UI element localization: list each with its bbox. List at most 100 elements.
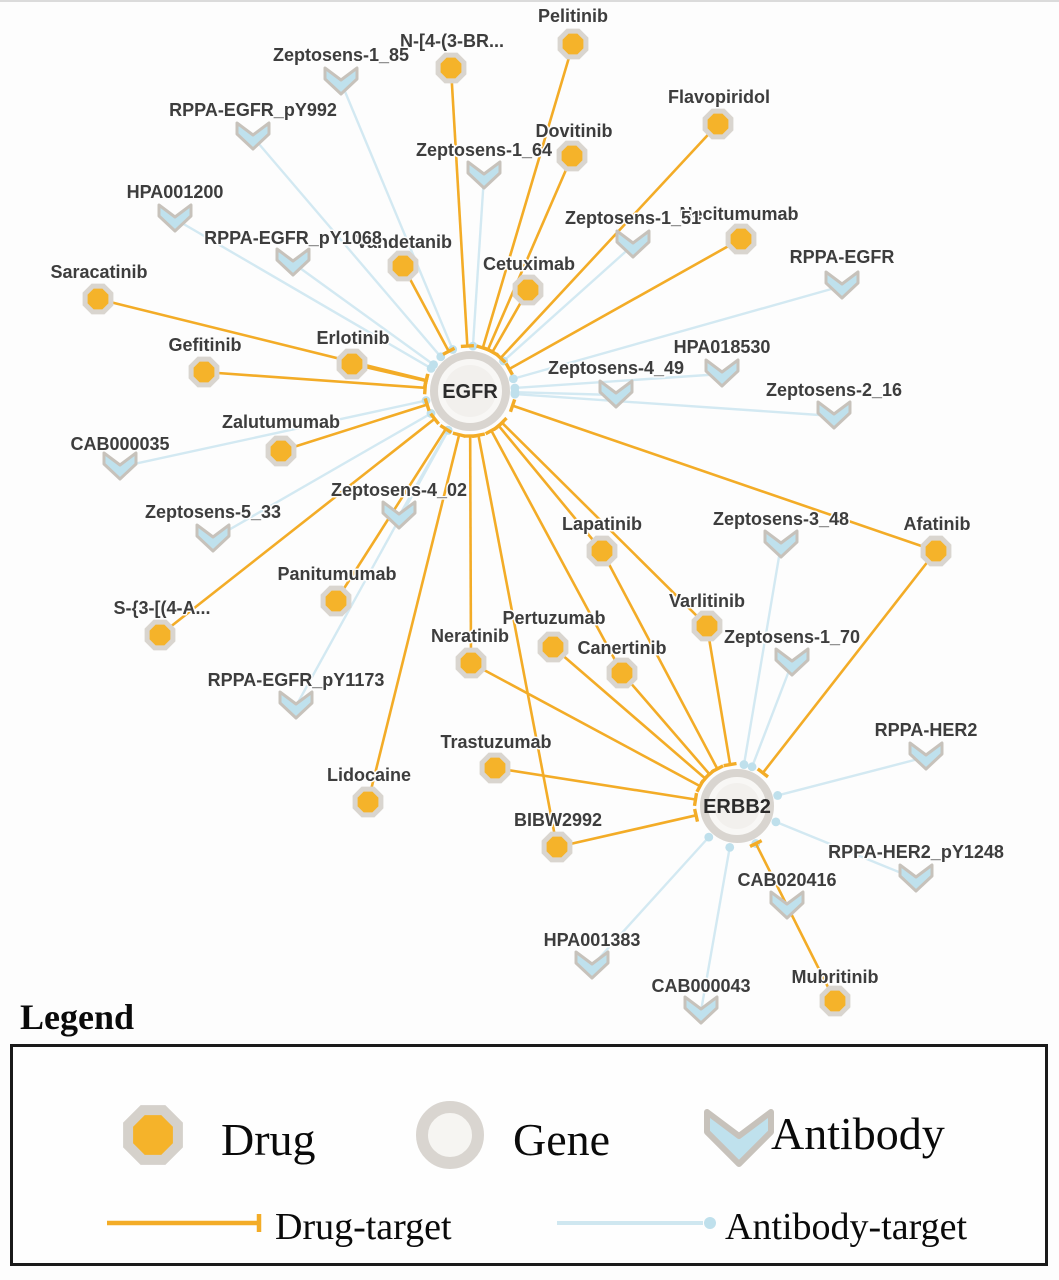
drug-node-vandetanib [387,250,419,282]
edge-enddot-cab000043-erbb2 [725,842,735,852]
edge-trastuzumab-erbb2 [494,766,696,801]
gene-legend-icon [416,1101,484,1169]
drug-node-s3_4a [144,619,176,651]
antibody-target-edge-icon [557,1217,716,1229]
node-label-rppa_egfr_py1173: RPPA-EGFR_pY1173 [208,670,385,690]
edge-bibw2992-erbb2 [556,814,697,849]
edge-hpa001200-egfr [174,217,432,370]
edge-cab000043-erbb2 [699,847,731,1012]
edge-canertinib-erbb2 [621,672,711,776]
antibody-node-rppa_egfr [824,270,860,300]
antibody-node-cab000035 [102,451,138,481]
node-label-bibw2992: BIBW2992 [514,810,602,830]
drug-node-erlotinib [336,348,368,380]
node-label-dovitinib: Dovitinib [536,121,613,141]
edge-enddot-rppa_her2-erbb2 [773,791,783,800]
drug-node-dovitinib [556,140,588,172]
edge-endbar-necitumumab-egfr [504,362,514,376]
edge-rppa_egfr_py1068-egfr [292,262,435,366]
edge-hpa001383-erbb2 [591,836,710,967]
node-label-cetuximab: Cetuximab [483,254,575,274]
edge-endbar-bibw2992-erbb2 [692,808,700,823]
edge-endbar-n4_3br-egfr [460,343,474,349]
drug-node-necitumumab [725,223,757,255]
edge-rppa_egfr_py1173-egfr [294,429,450,707]
edge-saracatinib-egfr [97,297,427,382]
edge-zalutumumab-egfr [280,403,428,453]
antibody-node-hpa018530 [704,358,740,388]
drug-node-varlitinib [691,610,723,642]
edge-endbar-erlotinib-egfr [423,374,430,388]
node-label-afatinib: Afatinib [904,514,971,534]
drug-legend-icon [123,1105,183,1165]
node-label-necitumumab: Necitumumab [679,204,798,224]
antibody-node-cab020416 [769,890,805,920]
edge-n4_3br-egfr [449,67,469,347]
gene-node-inner-erbb2 [714,783,760,829]
drug-node-n4_3br [435,52,467,84]
edge-mubritinib-erbb2 [754,842,837,1002]
edge-zeptosens_1_70-erbb2 [750,662,794,768]
edge-enddot-hpa001383-erbb2 [704,832,714,842]
node-label-trastuzumab: Trastuzumab [440,732,551,752]
node-label-rppa_her2_py1248: RPPA-HER2_pY1248 [828,842,1004,862]
drug-node-mubritinib [819,985,851,1017]
drug-node-zalutumumab [265,435,297,467]
drug-target-edge-icon [107,1214,262,1232]
edge-neratinib-egfr [468,435,473,664]
edge-flavopiridol-egfr [499,123,719,359]
legend-title: Legend [20,997,135,1037]
node-label-varlitinib: Varlitinib [669,591,745,611]
drug-node-trastuzumab [479,752,511,784]
edge-enddot-zeptosens_2_16-egfr [510,389,520,399]
antibody-node-cab000043 [683,995,719,1025]
edge-endbar-canertinib-erbb2 [703,768,716,780]
edge-pertuzumab-erbb2 [552,646,707,780]
node-label-cab020416: CAB020416 [737,870,836,890]
edge-endbar-varlitinib-erbb2 [723,761,737,768]
antibody-node-zeptosens_3_48 [763,529,799,559]
edge-zeptosens_3_48-erbb2 [742,544,783,765]
antibody-node-zeptosens_1_70 [774,647,810,677]
drug-node-afatinib [920,535,952,567]
node-label-zeptosens_4_02: Zeptosens-4_02 [331,480,467,500]
edge-endbar-varlitinib-egfr [496,416,508,429]
node-label-zeptosens_2_16: Zeptosens-2_16 [766,380,902,400]
drug-node-cetuximab [512,274,544,306]
antibody-node-rppa_her2 [908,741,944,771]
drug-node-pelitinib [557,28,589,60]
gene-circle-shape [416,1101,484,1169]
antibody-node-zeptosens_5_33 [195,523,231,553]
edge-necitumumab-egfr [508,237,742,371]
node-label-cab000043: CAB000043 [651,976,750,996]
edge-afatinib-erbb2 [761,550,938,774]
node-label-zeptosens_1_85: Zeptosens-1_85 [273,45,409,65]
drug-node-pertuzumab [537,631,569,663]
drug-node-lidocaine [352,786,384,818]
antibody-node-rppa_egfr_py1068 [275,247,311,277]
node-label-s3_4a: S-{3-[(4-A... [113,598,210,618]
edge-gefitinib-egfr [203,370,426,390]
legend-drug-target-label: Drug-target [275,1206,452,1248]
node-label-gefitinib: Gefitinib [169,335,242,355]
antibody-node-zeptosens_4_02 [381,500,417,530]
antibody-chevron-shape [704,1109,774,1167]
edge-endbar-bibw2992-egfr [471,432,486,439]
edge-afatinib-egfr [512,404,937,553]
drug-node-saracatinib [82,283,114,315]
edge-hpa018530-egfr [514,372,723,390]
edge-endbar-zalutumumab-egfr [423,397,431,412]
edge-zeptosens_2_16-egfr [514,392,835,418]
edge-neratinib-erbb2 [470,661,701,788]
edge-vandetanib-egfr [401,265,450,352]
node-label-hpa018530: HPA018530 [674,337,771,357]
edge-dovitinib-egfr [486,155,574,351]
antibody-node-zeptosens_2_16 [816,400,852,430]
legend-antibody-target-label: Antibody-target [725,1206,968,1248]
drug-node-lapatinib [586,535,618,567]
legend-drug-label: Drug [221,1114,316,1165]
node-label-zeptosens_1_70: Zeptosens-1_70 [724,627,860,647]
drug-node-bibw2992 [541,831,573,863]
edge-endbar-trastuzumab-erbb2 [692,792,699,807]
